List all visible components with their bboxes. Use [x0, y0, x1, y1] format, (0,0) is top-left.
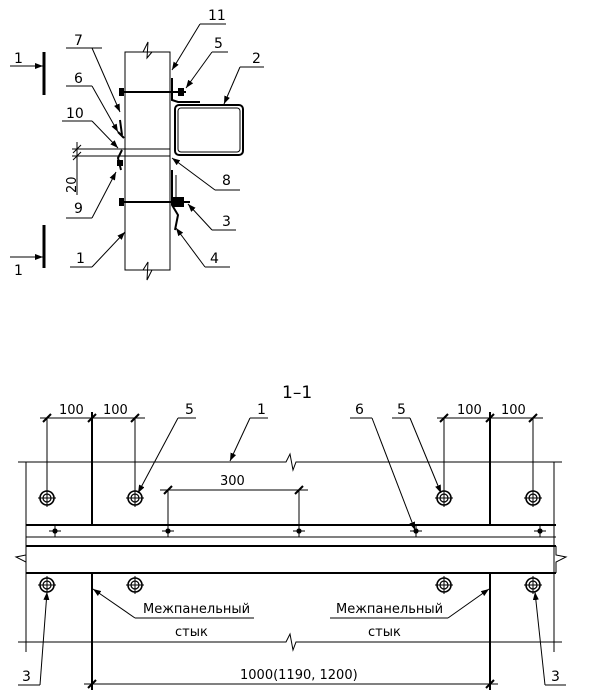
section-marks: 1 1: [10, 51, 46, 279]
bolts-bottom-row: [38, 576, 542, 594]
callout-2: 2: [252, 51, 261, 67]
dimensions: 100 100 100 100 300 1000(1190, 1200): [40, 403, 543, 689]
bolt-icon: [524, 576, 542, 594]
callout-10: 10: [66, 106, 84, 122]
joint-labels: Межпанельный стык Межпанельный стык: [92, 588, 490, 640]
dim-100-1: 100: [59, 403, 84, 418]
callout-6: 6: [355, 402, 364, 418]
dim-total: 1000(1190, 1200): [240, 668, 358, 683]
callout-3-right: 3: [551, 669, 560, 685]
section-callouts: 5 1 6 5 3 3: [18, 402, 566, 686]
node-detail: 1 1 20 7 6 10 9 1 11 5: [10, 8, 264, 281]
bolt-icon: [126, 489, 144, 507]
callout-4: 4: [210, 251, 219, 267]
callout-6: 6: [74, 71, 83, 87]
rivet-icon: [410, 525, 422, 537]
section-1-1: 1–1 100: [14, 383, 568, 690]
callout-1: 1: [257, 402, 266, 418]
steel-profile: [171, 78, 244, 231]
bolts: [116, 88, 190, 207]
gap-dimension-label: 20: [65, 176, 80, 193]
dim-100-4: 100: [501, 403, 526, 418]
callout-5-right: 5: [397, 402, 406, 418]
callout-9: 9: [74, 201, 83, 217]
callouts: 7 6 10 9 1 11 5 2 8 3 4: [62, 8, 264, 268]
rivet-icon: [534, 525, 546, 537]
fastening-rail: [14, 524, 568, 574]
section-title: 1–1: [282, 383, 312, 403]
bolt-icon: [38, 576, 56, 594]
callout-1: 1: [76, 251, 85, 267]
callout-3: 3: [222, 214, 231, 230]
joint-label-left-line1: Межпанельный: [143, 602, 250, 617]
rivet-icon: [49, 525, 61, 537]
sandwich-panel: [124, 41, 171, 281]
joint-label-right-line2: стык: [368, 625, 401, 640]
rivets-row: [49, 525, 546, 537]
bolt-icon: [435, 576, 453, 594]
section-mark-bottom: 1: [14, 263, 23, 279]
dim-300: 300: [220, 474, 245, 489]
joint-label-right-line1: Межпанельный: [336, 602, 443, 617]
callout-3-left: 3: [22, 669, 31, 685]
callout-11: 11: [208, 8, 226, 24]
callout-5-left: 5: [185, 402, 194, 418]
bolts-top-row: [38, 489, 542, 507]
dim-100-3: 100: [457, 403, 482, 418]
callout-8: 8: [222, 173, 231, 189]
joint-label-left-line2: стык: [175, 625, 208, 640]
dim-100-2: 100: [103, 403, 128, 418]
callout-7: 7: [74, 33, 83, 49]
bolt-icon: [126, 576, 144, 594]
section-mark-top: 1: [14, 51, 23, 67]
panel-outline: [18, 412, 562, 690]
gap-dimension: 20: [65, 142, 125, 195]
callout-5: 5: [214, 36, 223, 52]
